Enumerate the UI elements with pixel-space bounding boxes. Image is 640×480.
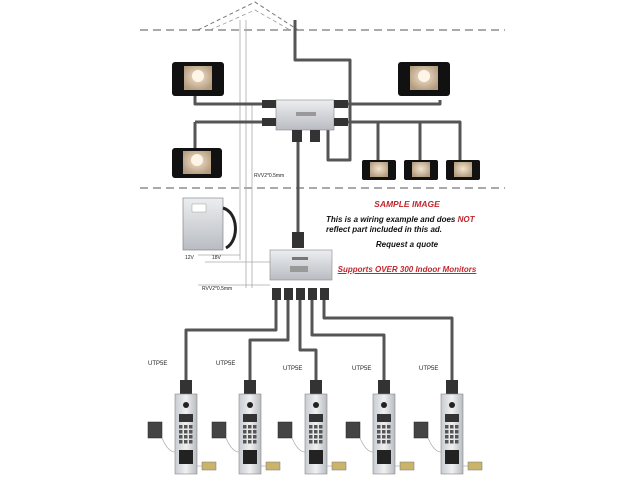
riser-connector xyxy=(292,232,304,248)
door-lock-5 xyxy=(463,461,483,471)
door-lock-2 xyxy=(261,461,281,471)
disclaimer-text: This is a wiring example and does NOT ref… xyxy=(326,215,496,235)
card-reader-1 xyxy=(147,421,176,453)
supports-monitors-link[interactable]: Supports OVER 300 Indoor Monitors xyxy=(337,265,477,274)
utp-label-2: UTP5E xyxy=(216,361,235,367)
rvv-label-lower: RVV2*0.5mm xyxy=(202,286,232,292)
disclaimer-not: NOT xyxy=(457,215,475,224)
door-station-2 xyxy=(238,380,262,475)
card-reader-2 xyxy=(211,421,240,453)
indoor-monitor-1 xyxy=(172,62,224,102)
rvv-power-wires xyxy=(198,20,270,288)
rvv-label-upper: RVV2*0.5mm xyxy=(254,173,284,179)
door-lock-3 xyxy=(327,461,347,471)
card-reader-4 xyxy=(345,421,374,453)
sample-image-title: SAMPLE IMAGE xyxy=(374,199,440,209)
floor-distributor xyxy=(262,99,348,142)
utp-label-5: UTP5E xyxy=(419,366,438,372)
power-supply: 12V 18V xyxy=(182,197,237,261)
indoor-monitor-4 xyxy=(362,160,396,180)
door-station-4 xyxy=(372,380,396,475)
card-reader-5 xyxy=(413,421,442,453)
utp-label-3: UTP5E xyxy=(283,366,302,372)
request-quote-text: Request a quote xyxy=(375,240,439,249)
indoor-monitor-6 xyxy=(446,160,480,180)
door-station-3 xyxy=(304,380,328,475)
main-distributor xyxy=(269,249,333,300)
label-18v: 18V xyxy=(212,255,222,261)
utp-cables xyxy=(184,300,454,382)
door-lock-1 xyxy=(197,461,217,471)
indoor-monitor-5 xyxy=(404,160,438,180)
indoor-monitor-2 xyxy=(398,62,450,96)
card-reader-3 xyxy=(277,421,306,453)
roof-line xyxy=(197,1,299,31)
disclaimer-pre: This is a wiring example and does xyxy=(326,215,458,224)
indoor-monitor-3 xyxy=(172,148,222,178)
utp-label-4: UTP5E xyxy=(352,366,371,372)
door-station-1 xyxy=(174,380,198,475)
disclaimer-post: reflect part included in this ad. xyxy=(326,225,443,234)
label-12v: 12V xyxy=(185,255,195,261)
utp-label-1: UTP5E xyxy=(148,361,167,367)
door-lock-4 xyxy=(395,461,415,471)
upper-cables xyxy=(193,20,462,240)
door-station-5 xyxy=(440,380,464,475)
